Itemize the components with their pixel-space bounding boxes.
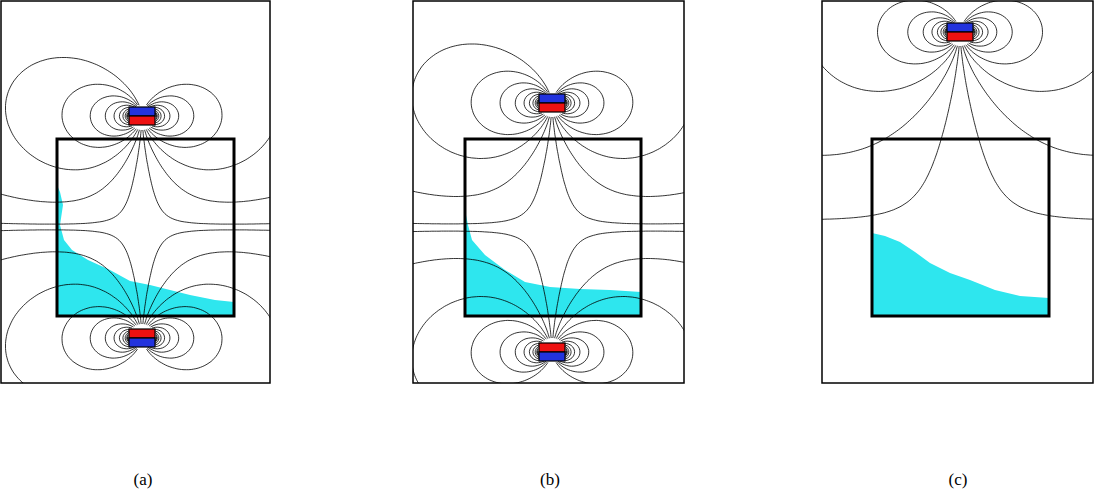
field-line <box>553 117 684 224</box>
panel-frame <box>413 1 684 383</box>
container-outline <box>872 139 1049 316</box>
field-line <box>146 284 270 328</box>
field-line <box>471 320 548 383</box>
magnet-pole <box>129 338 155 347</box>
field-line <box>556 71 633 134</box>
field-line <box>822 45 956 91</box>
magnet-pole <box>129 329 155 338</box>
field-line <box>553 231 684 338</box>
field-line <box>471 71 548 134</box>
field-line <box>143 230 270 324</box>
ferrofluid <box>465 210 641 316</box>
panel-drawing <box>1 58 270 384</box>
field-line <box>413 44 549 159</box>
panel-label: (a) <box>134 470 153 490</box>
field-line <box>964 1 1042 64</box>
field-line <box>555 117 685 197</box>
field-line <box>146 126 270 170</box>
field-line <box>6 58 140 170</box>
field-line <box>1 130 141 224</box>
container-outline <box>57 139 234 316</box>
field-line <box>961 46 1093 219</box>
magnet-pole <box>129 107 155 116</box>
magnet-pole <box>539 352 565 361</box>
panel-frame <box>822 1 1093 383</box>
field-line <box>413 231 551 338</box>
panel-label: (c) <box>949 470 968 490</box>
magnet-pole <box>947 32 973 41</box>
magnet-pole <box>539 103 565 112</box>
field-line <box>1 230 141 324</box>
field-line <box>1 252 139 324</box>
field-line <box>413 297 548 384</box>
field-line <box>413 117 551 224</box>
panel-drawing <box>413 44 684 383</box>
panel-label: (b) <box>540 470 560 490</box>
field-line <box>413 117 550 197</box>
magnet-pole <box>129 116 155 125</box>
field-line <box>878 1 956 64</box>
field-line <box>964 45 1093 91</box>
magnet-pole <box>539 343 565 352</box>
ferrofluid <box>57 185 234 316</box>
panel-frame <box>1 1 270 383</box>
field-line <box>413 259 550 339</box>
field-line <box>6 284 138 383</box>
field-line <box>145 130 271 202</box>
magnet-pole <box>539 94 565 103</box>
panel-drawing <box>822 1 1093 383</box>
field-line <box>143 130 270 224</box>
field-line <box>556 114 684 159</box>
field-line <box>1 130 139 202</box>
field-line <box>556 320 633 383</box>
field-line <box>822 46 959 219</box>
container-outline <box>465 139 641 316</box>
ferrofluid <box>872 233 1049 316</box>
magnet-pole <box>947 23 973 32</box>
field-line <box>556 297 684 342</box>
